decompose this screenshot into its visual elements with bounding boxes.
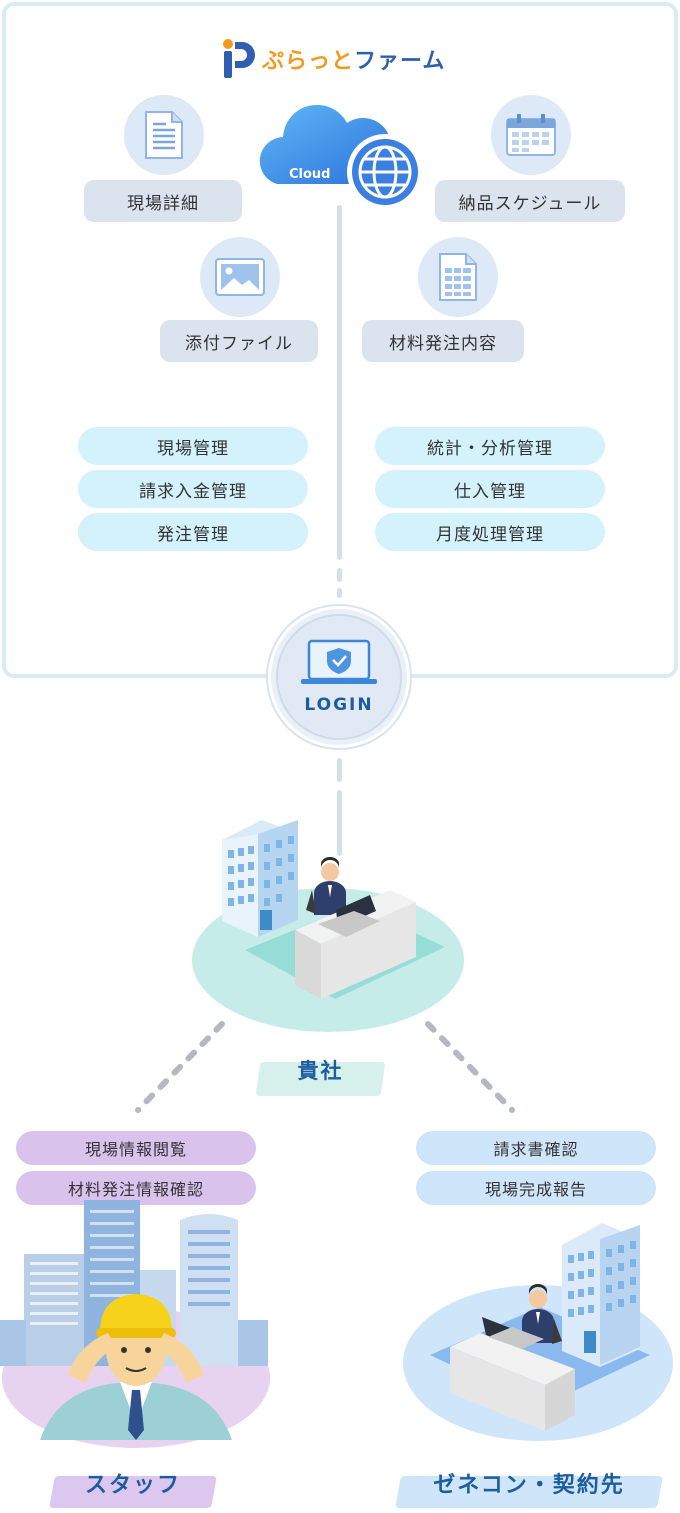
logo-text: ぷらっとファーム bbox=[262, 49, 446, 74]
contractor-item-1: 請求書確認 bbox=[416, 1131, 656, 1165]
login-badge: LOGIN bbox=[268, 606, 410, 748]
staff-worker-illustration bbox=[0, 1200, 270, 1448]
connector-to-contractor bbox=[425, 1021, 515, 1113]
feature-right-2: 仕入管理 bbox=[375, 470, 605, 508]
login-inner: LOGIN bbox=[276, 614, 402, 740]
connector-to-staff bbox=[135, 1021, 225, 1113]
spreadsheet-document-icon bbox=[418, 237, 498, 317]
staff-item-2: 材料発注情報確認 bbox=[16, 1171, 256, 1205]
contractor-office-illustration bbox=[403, 1223, 673, 1441]
staff-item-1: 現場情報閲覧 bbox=[16, 1131, 256, 1165]
feature-left-2: 請求入金管理 bbox=[78, 470, 308, 508]
cloud-icon: Cloud bbox=[253, 84, 425, 214]
feature-right-3: 月度処理管理 bbox=[375, 513, 605, 551]
feature-left-3: 発注管理 bbox=[78, 513, 308, 551]
company-office-illustration bbox=[192, 820, 464, 1032]
cloud-label: Cloud bbox=[289, 167, 331, 182]
feature-right-1: 統計・分析管理 bbox=[375, 427, 605, 465]
site-detail-document-icon bbox=[124, 95, 204, 175]
logo-mark-icon bbox=[222, 38, 256, 80]
item-site-detail: 現場詳細 bbox=[84, 180, 242, 222]
connector-line bbox=[337, 205, 342, 560]
brand-logo: ぷらっとファーム bbox=[222, 38, 445, 80]
secure-laptop-icon bbox=[301, 639, 377, 684]
connector-dash bbox=[337, 758, 342, 782]
staff-label: スタッフ bbox=[84, 1473, 181, 1498]
calendar-icon bbox=[491, 95, 571, 175]
company-label: 貴社 bbox=[297, 1059, 344, 1083]
item-attachment: 添付ファイル bbox=[160, 320, 318, 362]
image-attachment-icon bbox=[200, 237, 280, 317]
login-label: LOGIN bbox=[304, 695, 374, 715]
feature-left-1: 現場管理 bbox=[78, 427, 308, 465]
item-material-order: 材料発注内容 bbox=[362, 320, 524, 362]
item-delivery-schedule: 納品スケジュール bbox=[435, 180, 625, 222]
connector-dash bbox=[337, 588, 342, 598]
connector-dash bbox=[337, 790, 342, 856]
connector-dash bbox=[337, 568, 342, 582]
contractor-label: ゼネコン・契約先 bbox=[433, 1473, 625, 1498]
contractor-item-2: 現場完成報告 bbox=[416, 1171, 656, 1205]
